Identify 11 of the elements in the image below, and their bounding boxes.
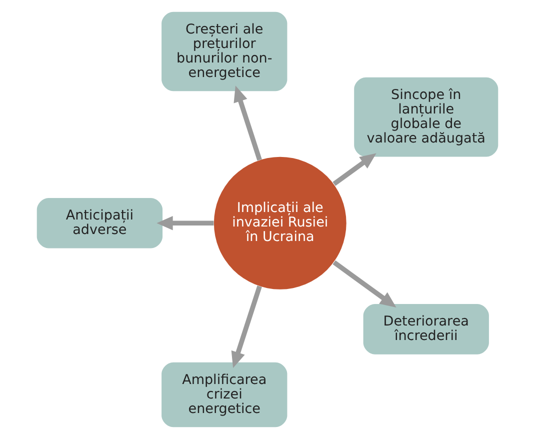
node-box: Anticipații adverse (36, 198, 162, 248)
arrow (230, 286, 262, 368)
node-box: Creșteri ale prețurilor bunurilor non-energetice (161, 12, 287, 92)
arrow (332, 260, 396, 308)
node-circle: Implicații ale invaziei Rusiei în Ucraina (213, 156, 346, 290)
arrow (233, 86, 262, 161)
node-box: Amplificarea crizei energetice (161, 362, 287, 428)
node-box: Sincope în lanțurile globale de valoare adăugată (354, 77, 498, 157)
arrow (156, 216, 214, 230)
arrow (332, 153, 376, 186)
node-box: Deteriorarea încrederii (362, 304, 488, 354)
